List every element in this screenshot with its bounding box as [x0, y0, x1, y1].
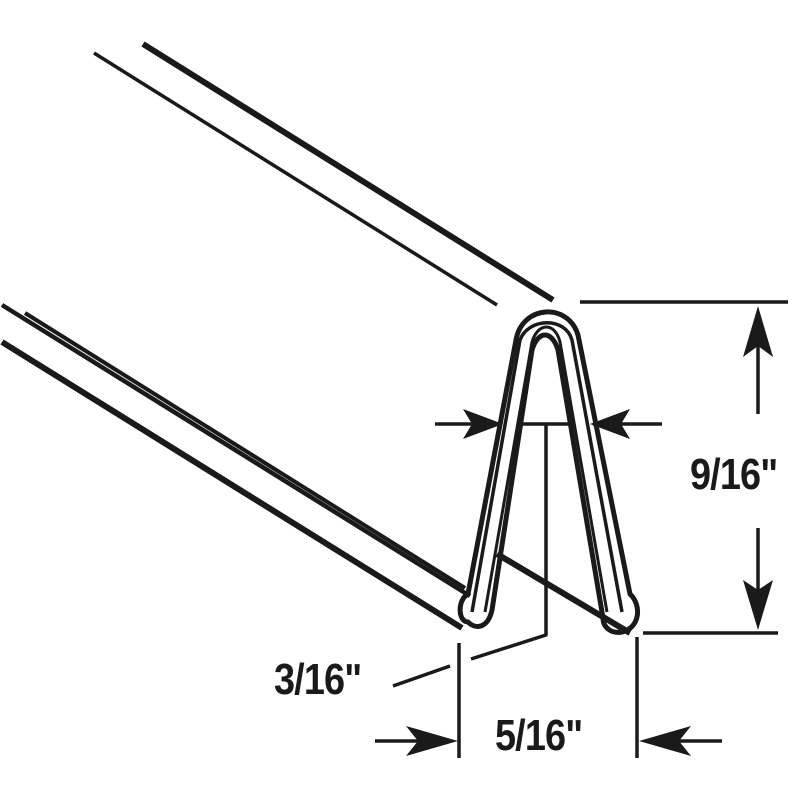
inner-width-dimension-label: 3/16": [274, 655, 362, 704]
channel-profile: [457, 309, 640, 635]
arrow-right-icon: [406, 726, 458, 756]
channel-inner-back-edge: [495, 551, 632, 636]
arrow-right-icon: [463, 409, 503, 439]
arrow-up-icon: [743, 306, 773, 357]
height-dimension: [580, 300, 788, 635]
outer-width-dimension: [375, 637, 722, 758]
channel-top-edges: [93, 41, 555, 307]
outer-width-dimension-label: 5/16": [495, 711, 583, 760]
arrow-left-icon: [639, 726, 691, 756]
arrow-down-icon: [743, 580, 773, 630]
inner-width-dimension: [392, 409, 662, 688]
arrow-left-icon: [590, 409, 630, 439]
channel-left-flange-edges: [0, 303, 472, 631]
height-dimension-label: 9/16": [690, 450, 778, 499]
